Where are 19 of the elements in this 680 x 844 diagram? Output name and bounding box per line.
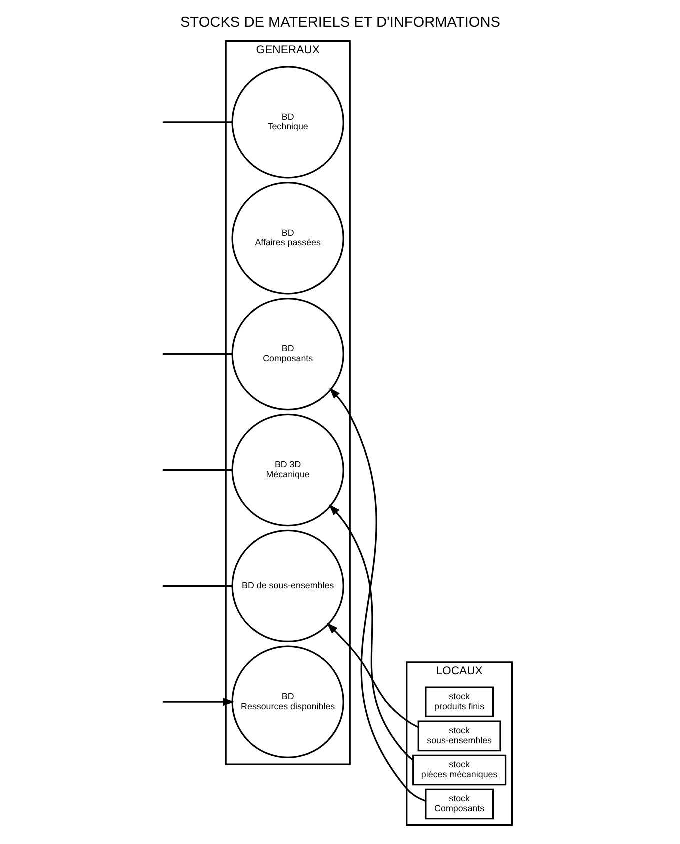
connector (162, 122, 232, 124)
connector (162, 585, 232, 587)
arrow (328, 504, 414, 761)
node-circle: BD Composants (231, 298, 344, 411)
node-circle: BD Ressources disponibles (231, 646, 344, 758)
arrow (326, 623, 418, 728)
node-box: stock sous-ensembles (417, 720, 501, 752)
arrow (162, 698, 234, 706)
diagram-title: STOCKS DE MATERIELS ET D'INFORMATIONS (180, 15, 500, 32)
node-circle: BD de sous-ensembles (231, 530, 344, 643)
connector (162, 354, 232, 356)
arrow (328, 388, 426, 802)
node-circle: BD Technique (231, 66, 344, 179)
connector (162, 469, 232, 472)
node-circle: BD Affaires passées (231, 182, 344, 295)
node-box: stock produits finis (424, 686, 494, 718)
node-box: stock Composants (424, 788, 494, 820)
node-box: stock pièces mécaniques (412, 754, 506, 786)
node-circle: BD 3D Mécanique (231, 414, 344, 527)
